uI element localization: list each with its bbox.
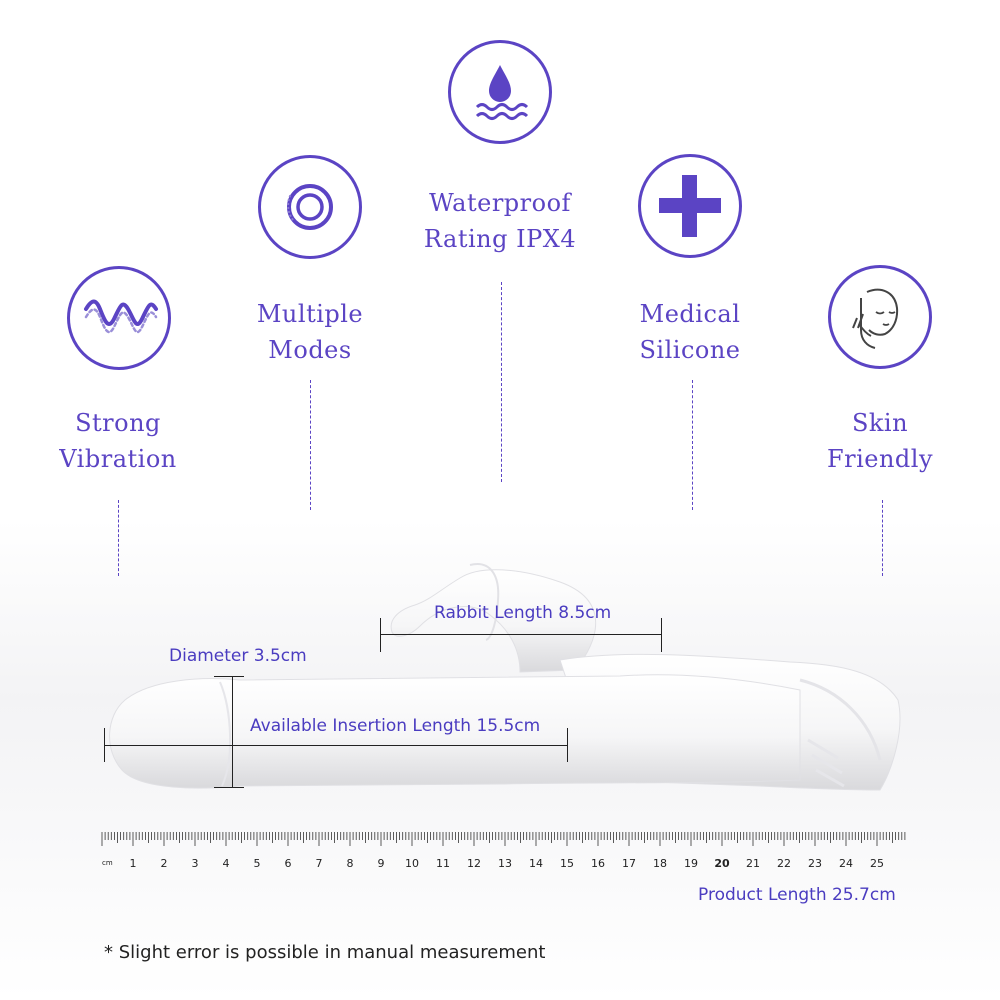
ruler-label: 21: [746, 857, 760, 870]
ruler-label: 2: [161, 857, 168, 870]
ruler-label: 22: [777, 857, 791, 870]
feature-label-line2: Friendly: [826, 445, 934, 473]
ruler-label: 16: [591, 857, 605, 870]
ruler-label: 20: [714, 857, 730, 870]
ruler-label: 15: [560, 857, 574, 870]
feature-label-line2: Rating IPX4: [423, 225, 577, 253]
ruler-label: 5: [254, 857, 261, 870]
diameter-bottom-tick: [214, 787, 244, 788]
ruler-label: 11: [436, 857, 450, 870]
feature-label: Strong Vibration: [8, 405, 228, 477]
feature-label: Skin Friendly: [770, 405, 990, 477]
ruler-label: 19: [684, 857, 698, 870]
rabbit-length-label: Rabbit Length 8.5cm: [434, 603, 612, 623]
ruler-label: 14: [529, 857, 543, 870]
waterproof-dashed-line: [501, 282, 502, 482]
diameter-line: [232, 676, 233, 788]
water-drop-icon: [448, 40, 552, 144]
ruler-label: 25: [870, 857, 884, 870]
feature-label-line1: Multiple: [256, 300, 364, 328]
ruler-label: 24: [839, 857, 853, 870]
insertion-right-tick: [567, 728, 568, 762]
ruler-label: 6: [285, 857, 292, 870]
ruler-label: 10: [405, 857, 419, 870]
diameter-label: Diameter 3.5cm: [169, 646, 307, 666]
ruler-label: 1: [130, 857, 137, 870]
ruler-label: 8: [347, 857, 354, 870]
ruler-label: 9: [378, 857, 385, 870]
feature-label-line1: Medical: [639, 300, 741, 328]
ruler-label: 7: [316, 857, 323, 870]
feature-label: Medical Silicone: [580, 296, 800, 368]
insertion-length-label: Available Insertion Length 15.5cm: [250, 716, 541, 736]
ruler-label: 18: [653, 857, 667, 870]
rabbit-right-tick: [661, 618, 662, 652]
ruler-label: 12: [467, 857, 481, 870]
product-length-label: Product Length 25.7cm: [698, 885, 896, 905]
insertion-length-line: [104, 745, 568, 746]
skin-dashed-line: [882, 500, 883, 576]
feature-label: Waterproof Rating IPX4: [390, 185, 610, 257]
diameter-top-tick: [214, 676, 244, 677]
silicone-dashed-line: [692, 380, 693, 510]
wave-icon: [67, 266, 171, 370]
feature-label-line2: Silicone: [639, 336, 741, 364]
vibration-dashed-line: [118, 500, 119, 576]
feature-label: Multiple Modes: [200, 296, 420, 368]
ruler-label: 23: [808, 857, 822, 870]
rabbit-left-tick: [380, 618, 381, 652]
rabbit-length-line: [380, 634, 662, 635]
ruler-label: 4: [223, 857, 230, 870]
medical-cross-icon: [638, 154, 742, 258]
feature-label-line2: Vibration: [59, 445, 177, 473]
ruler-label: 3: [192, 857, 199, 870]
feature-label-line2: Modes: [268, 336, 352, 364]
feature-label-line1: Skin: [851, 409, 909, 437]
product-image: [109, 563, 901, 791]
ruler-label: 17: [622, 857, 636, 870]
feature-label-line1: Strong: [75, 409, 161, 437]
ruler-label: 13: [498, 857, 512, 870]
modes-dashed-line: [310, 380, 311, 510]
rings-icon: [258, 155, 362, 259]
ruler-unit: cm: [102, 859, 113, 867]
measurement-note: * Slight error is possible in manual mea…: [104, 942, 546, 963]
ruler-ticks: [101, 832, 906, 846]
face-icon: [828, 265, 932, 369]
feature-label-line1: Waterproof: [429, 189, 571, 217]
